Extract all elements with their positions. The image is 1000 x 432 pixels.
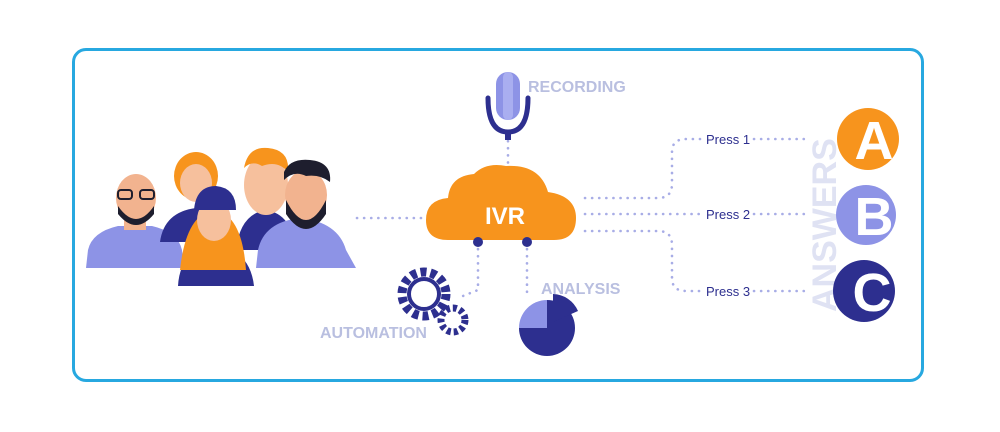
press-1-label: Press 1 [706, 132, 750, 147]
answer-a: A [837, 108, 899, 171]
microphone-icon [485, 72, 531, 140]
pie-chart-icon [519, 294, 578, 356]
analysis-label: ANALYSIS [541, 281, 621, 298]
gears-icon [397, 267, 469, 336]
answer-b-letter: B [855, 187, 894, 247]
press-3-label: Press 3 [706, 284, 750, 299]
automation-label: AUTOMATION [320, 325, 427, 342]
press-2-label: Press 2 [706, 207, 750, 222]
cloud-icon [426, 165, 576, 247]
connector-press-1 [583, 137, 702, 200]
connector-automation [456, 240, 480, 300]
answer-c: C [833, 260, 895, 323]
ivr-label: IVR [485, 203, 525, 230]
answer-a-letter: A [855, 111, 894, 171]
connector-lines [355, 132, 812, 300]
answer-b: B [836, 185, 896, 247]
people-group-illustration [86, 147, 356, 286]
recording-label: RECORDING [528, 79, 626, 96]
connector-press-3 [583, 229, 702, 293]
answer-c-letter: C [853, 263, 892, 323]
